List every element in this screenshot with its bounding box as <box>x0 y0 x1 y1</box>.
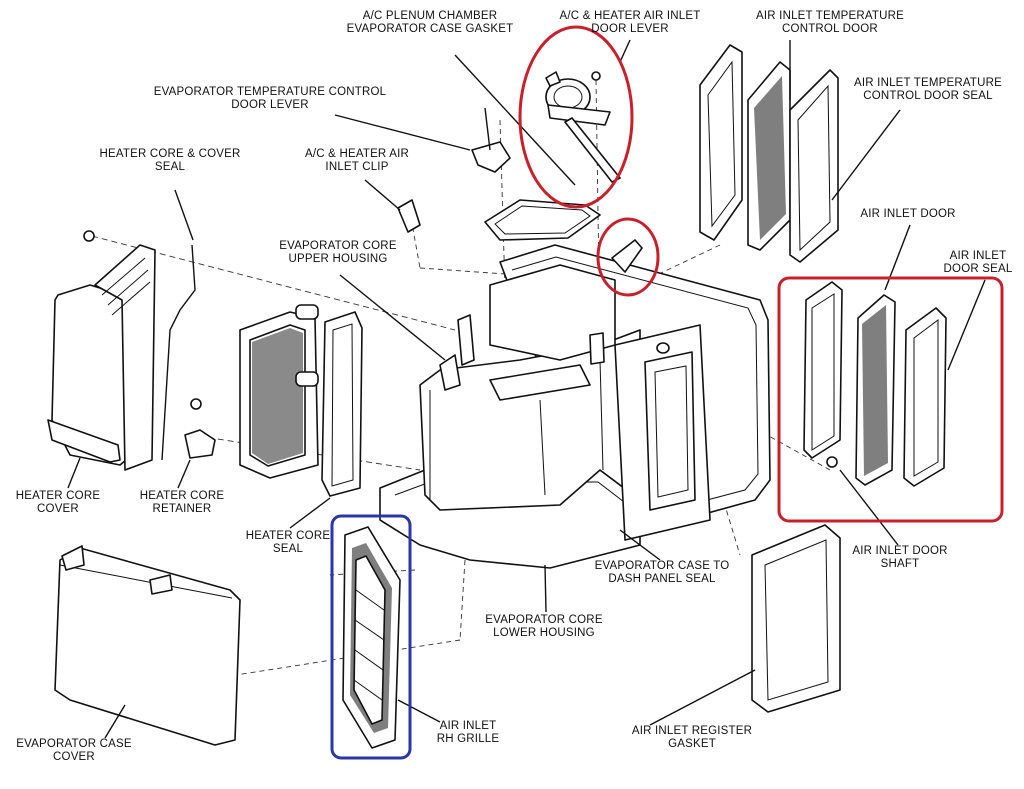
air-inlet-rh-grille <box>342 526 401 749</box>
highlight-red-ellipse-clip <box>596 217 660 297</box>
evaporator-case-cover <box>54 545 241 746</box>
register-gasket <box>751 524 841 713</box>
heater-core-cover-seal <box>161 244 196 461</box>
plenum-gasket <box>484 199 601 241</box>
temp-control-door-group <box>699 44 839 263</box>
heater-core-seal-part <box>321 311 363 497</box>
heater-core-retainer-part <box>184 398 216 459</box>
air-inlet-door-group <box>803 281 947 487</box>
evaporator-case-assembly <box>379 244 771 569</box>
highlight-red-ellipse-lever <box>518 25 634 209</box>
inlet-lever-part <box>611 239 643 273</box>
evap-temp-door-lever-part <box>471 141 511 173</box>
inlet-clip-part <box>397 199 421 233</box>
heater-core-cover <box>47 230 156 471</box>
highlight-blue-box-grille <box>330 514 412 760</box>
inlet-door-lever-actuator <box>545 71 621 183</box>
highlight-red-box-inlet-door <box>777 276 1004 523</box>
label-air-inlet-door: AIR INLET DOOR <box>860 208 956 220</box>
highlight-annotations <box>330 25 1004 760</box>
leader-lines <box>67 39 986 739</box>
heater-core <box>239 304 319 479</box>
